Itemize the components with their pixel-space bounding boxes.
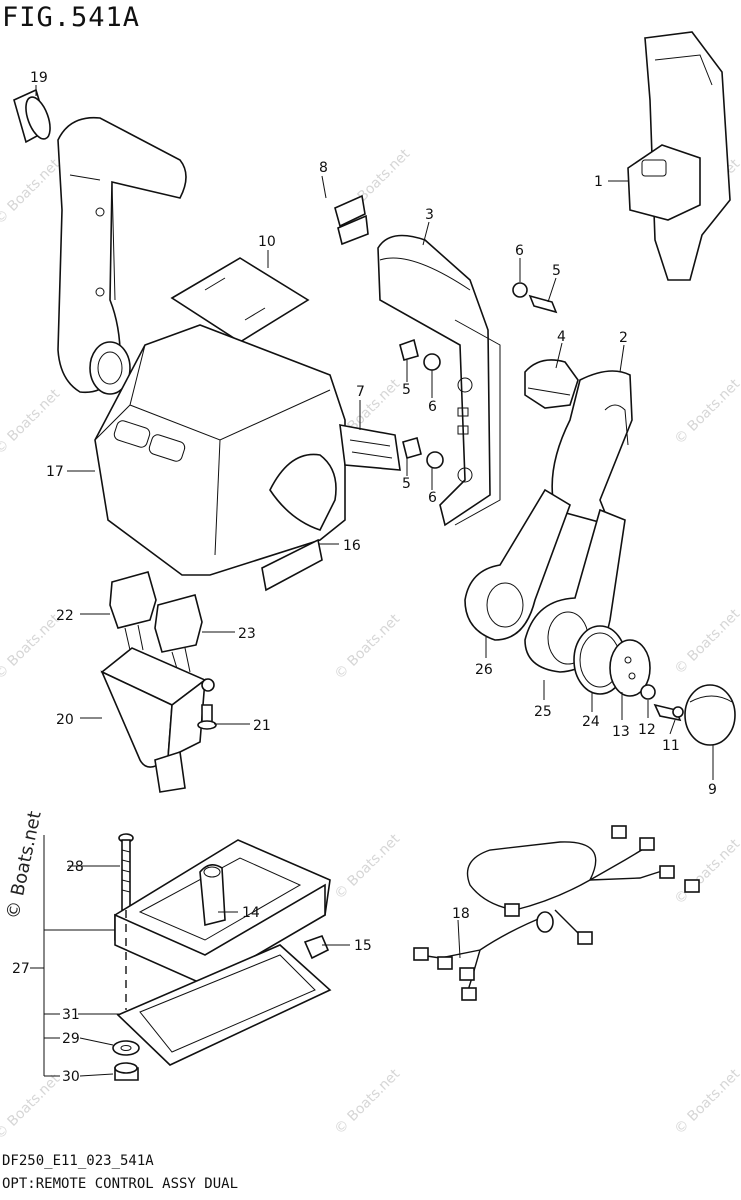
callout-13: 13	[612, 724, 630, 740]
callout-30: 30	[62, 1069, 80, 1085]
connector-block	[437, 956, 453, 970]
callout-27: 27	[12, 961, 30, 977]
callout-25: 25	[534, 704, 552, 720]
part-3-lever	[377, 234, 501, 527]
part-22-connector	[109, 571, 157, 651]
watermark-text: © Boats.net	[332, 611, 404, 683]
connector-block	[577, 931, 593, 945]
connector-block	[461, 987, 477, 1001]
callout-29: 29	[62, 1031, 80, 1047]
callout-19: 19	[30, 70, 48, 86]
callout-28: 28	[66, 859, 84, 875]
callout-6a: 6	[515, 243, 524, 259]
watermark-text: © Boats.net	[0, 611, 64, 683]
callout-8: 8	[319, 160, 328, 176]
part-9-cap	[684, 684, 736, 746]
callout-2: 2	[619, 330, 628, 346]
watermark-text: © Boats.net	[672, 376, 741, 448]
callout-24: 24	[582, 714, 600, 730]
part-31-gasket	[116, 944, 332, 1066]
connector-block	[639, 837, 655, 851]
watermark-text-dark: © Boats.net	[2, 809, 45, 921]
connector-block	[684, 879, 700, 893]
watermark-text: © Boats.net	[0, 156, 64, 228]
part-14-boss	[199, 864, 226, 927]
part-30-nut	[114, 1062, 139, 1081]
callout-5b: 5	[402, 382, 411, 398]
part-2-arm	[551, 370, 633, 527]
part-4-knob	[524, 359, 579, 409]
watermark-text: © Boats.net	[0, 1071, 64, 1143]
part-28-bolt	[118, 833, 134, 911]
figure-title: FIG.541A	[2, 2, 141, 33]
watermark-text: © Boats.net	[672, 606, 741, 678]
callout-labels: 19 1 2 3 4 6 5 5 6 5 6 7 8 10 17 16 22 2…	[12, 70, 717, 1085]
watermark-text: © Boats.net	[0, 386, 64, 458]
part-11-screw	[653, 703, 684, 722]
part-20-bracket	[100, 647, 215, 793]
part-8-emblem	[334, 194, 369, 246]
callout-31: 31	[62, 1007, 80, 1023]
watermark-text: © Boats.net	[332, 831, 404, 903]
callout-1: 1	[594, 174, 603, 190]
callout-4: 4	[557, 329, 566, 345]
callout-26: 26	[475, 662, 493, 678]
part-26-lever	[464, 488, 571, 641]
callout-3: 3	[425, 207, 434, 223]
callout-10: 10	[258, 234, 276, 250]
connector-block	[504, 903, 520, 917]
part-10-plate	[170, 257, 310, 343]
footer-drawing-code: DF250_E11_023_541A	[2, 1153, 154, 1169]
part-21-screw	[197, 704, 217, 730]
callout-23: 23	[238, 626, 256, 642]
part-17-housing-cover	[94, 324, 346, 576]
callout-15: 15	[354, 938, 372, 954]
part-13-plate	[609, 639, 651, 697]
callout-9: 9	[708, 782, 717, 798]
connector-block	[659, 865, 675, 879]
callout-12: 12	[638, 722, 656, 738]
leader-lines	[30, 85, 714, 1077]
part-12-washer	[640, 684, 656, 700]
watermark-text: © Boats.net	[672, 1066, 741, 1138]
callout-7: 7	[356, 384, 365, 400]
callout-14: 14	[242, 905, 260, 921]
part-18-harness	[413, 825, 700, 1001]
callout-5a: 5	[552, 263, 561, 279]
callout-6b: 6	[428, 399, 437, 415]
callout-17: 17	[46, 464, 64, 480]
part-1-lever-assy	[627, 31, 731, 281]
callout-5c: 5	[402, 476, 411, 492]
callout-22: 22	[56, 608, 74, 624]
part-7-bracket	[339, 424, 401, 471]
part-29-washer	[112, 1040, 140, 1056]
footer-description: OPT:REMOTE CONTROL ASSY DUAL	[2, 1176, 239, 1192]
callout-6c: 6	[428, 490, 437, 506]
connector-block	[611, 825, 627, 839]
part-19-cap	[13, 88, 51, 144]
callout-11: 11	[662, 738, 680, 754]
part-16-plate	[261, 538, 323, 592]
part-15-clip	[303, 934, 330, 960]
callout-20: 20	[56, 712, 74, 728]
callout-16: 16	[343, 538, 361, 554]
watermark-text: © Boats.net	[672, 836, 741, 908]
left-control-handle	[57, 116, 187, 395]
callout-21: 21	[253, 718, 271, 734]
connector-block	[459, 967, 475, 981]
watermark-text: © Boats.net	[332, 1066, 404, 1138]
connector-block	[413, 947, 429, 961]
callout-18: 18	[452, 906, 470, 922]
